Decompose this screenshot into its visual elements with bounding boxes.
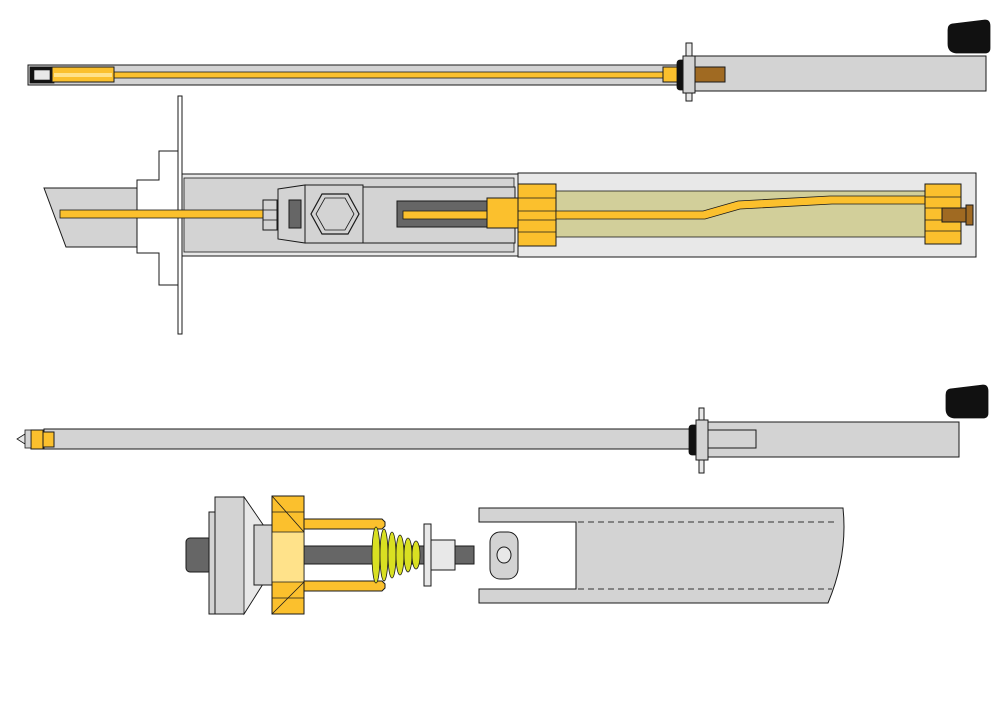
gold-prong-top [303,518,386,530]
end-knob-lower [945,384,989,419]
handle-inner-rod [702,429,757,449]
plunger-body [430,539,456,571]
plunger-disc [423,523,432,587]
tip-contact [30,429,44,450]
bolt-head-exploded [185,537,213,573]
spring-coil [395,534,405,576]
flange-collar-lower [695,419,709,461]
gold-prong-bottom [303,580,386,592]
assembly-view-lower [16,384,989,474]
bolt-head [262,199,278,231]
terminal-screw [941,207,967,223]
spring-coil [379,528,389,582]
assembly-view-top [27,19,991,102]
tip-pin [16,433,26,445]
spring-coil [403,537,413,573]
brass-pin [690,66,726,83]
flange-collar [682,55,696,94]
conductor-left [59,209,297,219]
contact-sleeve [486,197,524,229]
ring-clamp [517,183,557,247]
left-contact-stripe [54,73,112,77]
receiving-tube [478,507,845,604]
spring-coil [411,540,421,570]
terminal-slot [288,199,302,229]
inner-conductor [39,71,681,79]
tip-contact-2 [42,431,55,448]
left-end-cap-slot [33,69,51,81]
spring-coil [387,531,397,579]
cone-hub [253,524,273,586]
spring-coil [371,526,381,584]
exploded-view [185,495,845,616]
enlarged-section-view [43,95,977,335]
end-knob [947,19,991,54]
handle-sleeve [689,55,987,92]
long-tube-lower [43,428,693,450]
spring [371,526,421,584]
